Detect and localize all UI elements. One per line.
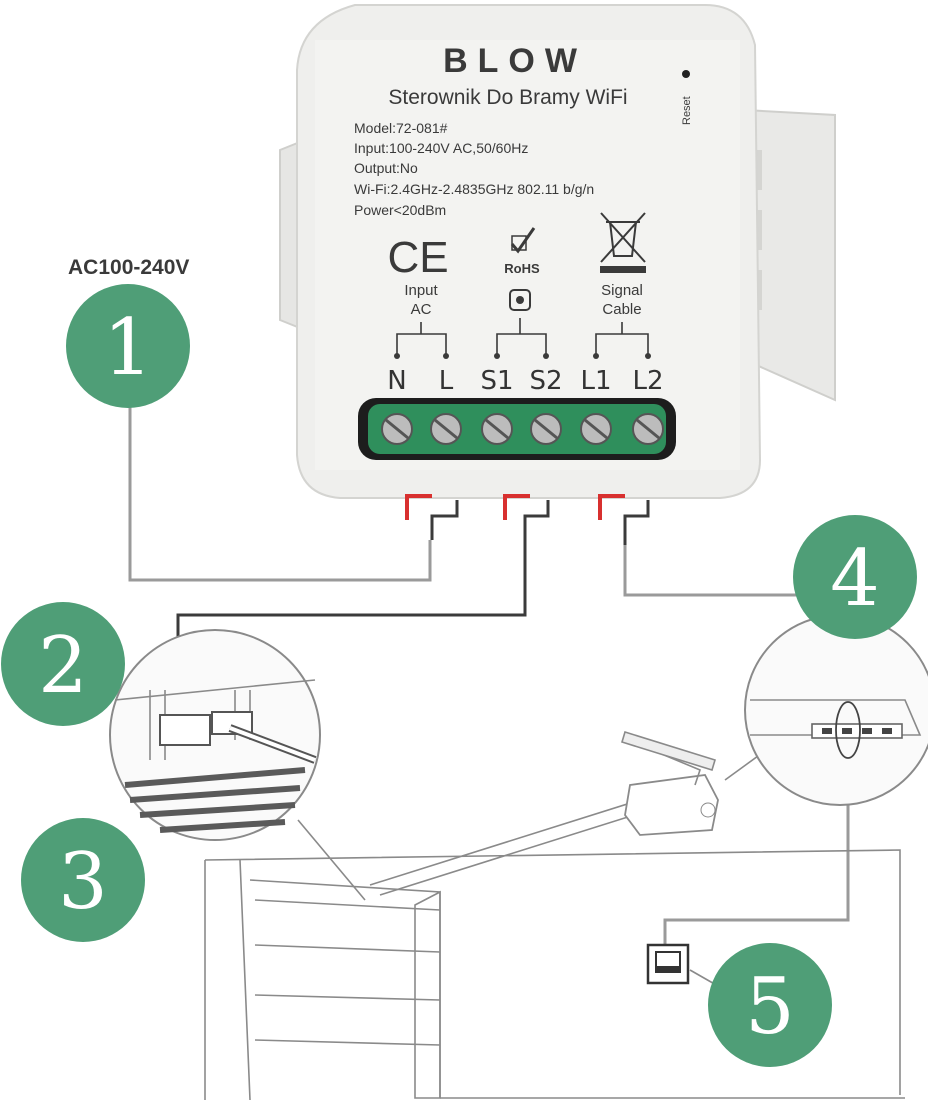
badge-2: 2 (1, 602, 125, 726)
group-label-input: AC (411, 301, 432, 318)
terminal-screw-icon (580, 413, 612, 445)
badge-number: 4 (830, 534, 880, 624)
terminal-label: S1 (480, 366, 513, 396)
wall-switch-icon (646, 943, 690, 985)
ce-mark: CE (387, 233, 448, 282)
terminal-label: L1 (580, 366, 611, 396)
badge-3: 3 (21, 818, 145, 942)
rohs-mark: RoHS (504, 261, 540, 276)
group-label-input: Input (404, 282, 438, 299)
terminal-block (358, 398, 676, 460)
reset-button (682, 70, 690, 78)
brand-logo: BLOW (443, 42, 587, 80)
terminal-labels: N L S1 S2 L1 L2 (387, 366, 663, 396)
terminal-wires (405, 494, 650, 545)
badge-number: 1 (103, 303, 153, 393)
spec-line: Model:72-081# (354, 120, 448, 136)
group-label-signal: Signal (601, 282, 643, 299)
group-label-signal: Cable (602, 301, 641, 318)
badge-1: 1 (66, 284, 190, 408)
terminal-screw-icon (430, 413, 462, 445)
sensor-detail-view (109, 629, 366, 901)
switch-icon (509, 289, 531, 311)
rohs-check-icon (510, 227, 536, 254)
spec-line: Input:100-240V AC,50/60Hz (354, 140, 528, 156)
voltage-label: AC100-240V (68, 256, 189, 279)
spec-line: Output:No (354, 160, 418, 176)
terminal-brackets (396, 318, 649, 356)
spec-line: Power<20dBm (354, 202, 446, 218)
badge-4: 4 (793, 515, 917, 639)
terminal-screw-icon (481, 413, 513, 445)
badge-5: 5 (708, 943, 832, 1067)
terminal-label: S2 (529, 366, 562, 396)
garage-illustration (204, 730, 905, 1101)
signal-wire-l (623, 545, 800, 597)
spec-line: Wi-Fi:2.4GHz-2.4835GHz 802.11 b/g/n (354, 181, 594, 197)
terminal-label: L2 (632, 366, 663, 396)
terminal-label: L (439, 366, 454, 396)
terminal-screw-icon (632, 413, 664, 445)
terminal-screw-icon (530, 413, 562, 445)
controller-device (279, 4, 836, 499)
reset-label: Reset (681, 96, 693, 125)
terminal-label: N (387, 366, 406, 396)
ac-wire (128, 405, 432, 582)
badge-number: 3 (58, 837, 108, 927)
opener-detail-view (724, 614, 928, 806)
weee-bin-icon (600, 212, 646, 273)
spec-list: Model:72-081# Input:100-240V AC,50/60Hz … (354, 120, 594, 218)
terminal-screw-icon (381, 413, 413, 445)
device-title: Sterownik Do Bramy WiFi (388, 86, 627, 109)
badge-number: 2 (38, 621, 88, 711)
badge-number: 5 (745, 962, 795, 1052)
